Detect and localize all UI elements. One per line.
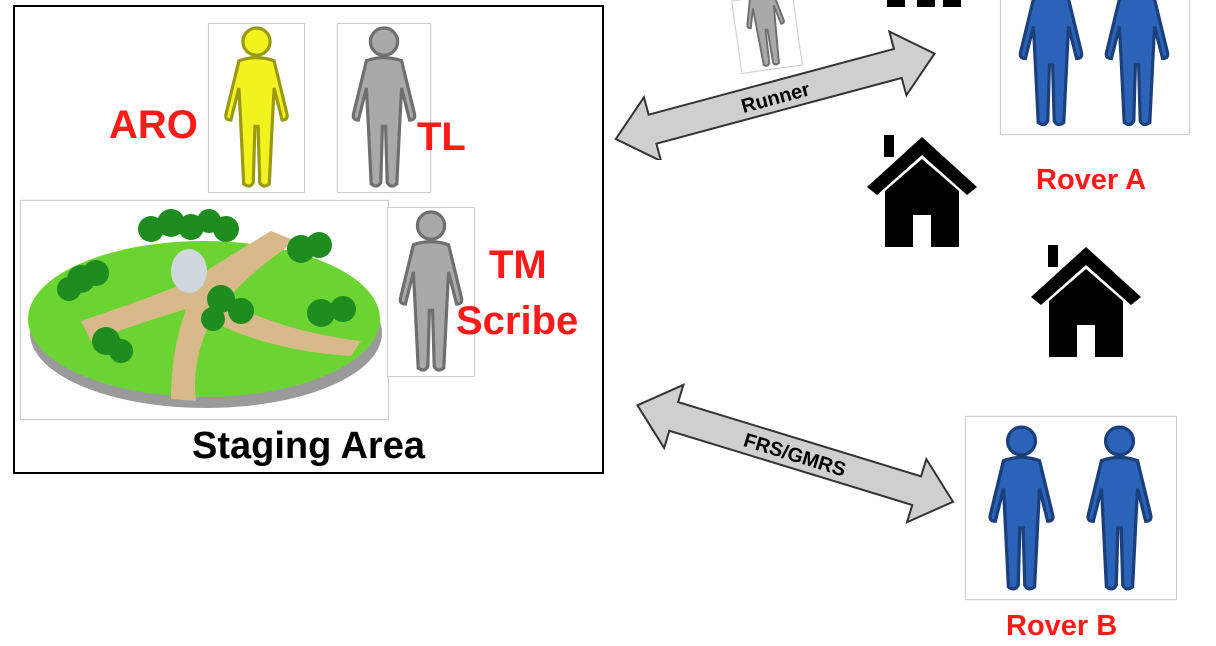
tl-label: TL <box>417 115 466 159</box>
aro-label: ARO <box>109 103 198 147</box>
person-icon <box>398 210 464 372</box>
rover-a-label: Rover A <box>1036 164 1147 196</box>
tl-person-card <box>337 23 431 193</box>
park-icon <box>28 209 382 408</box>
house-icon <box>1031 245 1141 357</box>
person-icon <box>351 26 417 188</box>
rover-b-card <box>965 416 1177 600</box>
radio-arrow: FRS/GMRS <box>635 383 955 525</box>
double-arrow-icon: FRS/GMRS <box>635 383 955 525</box>
person-icon <box>1104 0 1170 127</box>
house-icon-partial <box>887 0 961 7</box>
person-icon <box>1018 0 1084 127</box>
tm-label: TM <box>489 243 547 287</box>
rover-a-card <box>1000 0 1190 135</box>
aro-person-card <box>208 23 305 193</box>
rover-b-label: Rover B <box>1006 610 1118 642</box>
runner-arrow: Runner <box>614 30 937 160</box>
park-illustration <box>20 200 389 420</box>
person-icon <box>224 26 289 188</box>
scribe-label: Scribe <box>456 299 579 343</box>
tm-scribe-person-card <box>387 207 475 377</box>
staging-area-title: Staging Area <box>192 425 425 467</box>
person-icon <box>988 425 1055 591</box>
person-icon <box>1086 425 1153 591</box>
house-icon <box>867 135 977 247</box>
staging-area-box: ARO TL TM Scribe Staging Area <box>13 5 604 474</box>
